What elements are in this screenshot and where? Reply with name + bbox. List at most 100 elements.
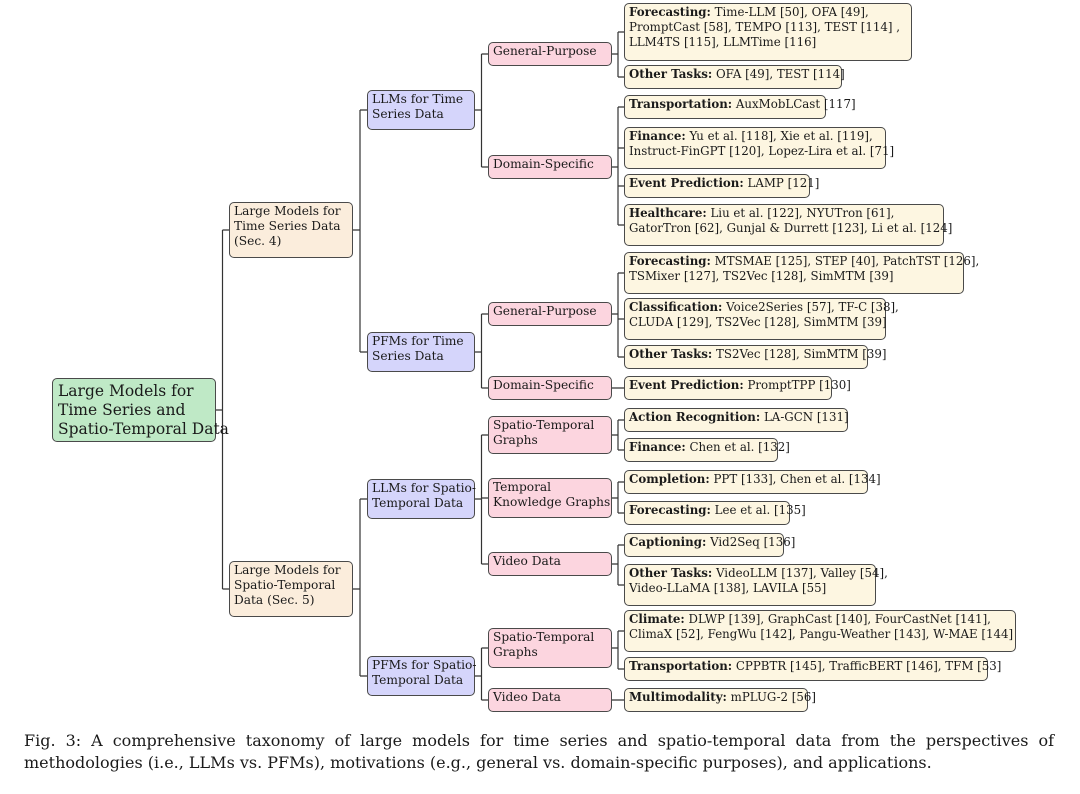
leaf-text: DLWP [139], GraphCast [140], FourCastNet… [684, 612, 991, 626]
node-label-line: Data (Sec. 5) [234, 593, 315, 607]
application-leaf: Event Prediction: LAMP [121] [624, 174, 819, 198]
node-label-line: Domain-Specific [493, 378, 594, 392]
leaf-line: Event Prediction: LAMP [121] [629, 176, 819, 191]
leaf-text: ClimaX [52], FengWu [142], Pangu-Weather… [629, 627, 1014, 641]
leaf-heading: Forecasting: [629, 5, 711, 19]
leaf-heading: Classification: [629, 300, 723, 314]
leaf-line: CLUDA [129], TS2Vec [128], SimMTM [39] [629, 315, 887, 330]
leaf-heading: Transportation: [629, 97, 733, 111]
leaf-text: Vid2Seq [136] [706, 535, 796, 549]
node-label-line: Graphs [493, 433, 538, 447]
leaf-line: Completion: PPT [133], Chen et al. [134] [629, 472, 881, 487]
leaf-line: Other Tasks: TS2Vec [128], SimMTM [39] [629, 347, 886, 362]
application-leaf: Forecasting: Lee et al. [135] [624, 501, 806, 525]
leaf-heading: Finance: [629, 440, 686, 454]
leaf-line: Climate: DLWP [139], GraphCast [140], Fo… [629, 612, 1011, 627]
leaf-text: TS2Vec [128], SimMTM [39] [712, 347, 887, 361]
purpose-node: Domain-Specific [488, 155, 612, 179]
leaf-heading: Event Prediction: [629, 176, 744, 190]
leaf-text: LAMP [121] [743, 176, 820, 190]
leaf-text: mPLUG-2 [56] [726, 690, 817, 704]
leaf-line: PromptCast [58], TEMPO [113], TEST [114]… [629, 20, 907, 35]
connector [612, 419, 624, 451]
leaf-heading: Forecasting: [629, 254, 711, 268]
leaf-line: Instruct-FinGPT [120], Lopez-Lira et al.… [629, 144, 894, 159]
leaf-line: Captioning: Vid2Seq [136] [629, 535, 795, 550]
leaf-text: PromptCast [58], TEMPO [113], TEST [114]… [629, 20, 901, 34]
node-label-line: Spatio-Temporal Data [58, 420, 229, 438]
node-label-line: Video Data [493, 690, 561, 704]
node-label-line: (Sec. 4) [234, 234, 282, 248]
leaf-text: CLUDA [129], TS2Vec [128], SimMTM [39] [629, 315, 887, 329]
leaf-line: Video-LLaMA [138], LAVILA [55] [629, 581, 871, 596]
purpose-node: Video Data [488, 552, 612, 576]
application-leaf: Finance: Yu et al. [118], Xie et al. [11… [624, 127, 894, 169]
leaf-line: Finance: Chen et al. [132] [629, 440, 790, 455]
connector [216, 229, 229, 590]
leaf-line: Event Prediction: PromptTPP [130] [629, 378, 851, 393]
leaf-heading: Healthcare: [629, 206, 707, 220]
purpose-node: Video Data [488, 688, 612, 712]
application-leaf: Other Tasks: OFA [49], TEST [114] [624, 65, 845, 89]
leaf-line: Forecasting: Lee et al. [135] [629, 503, 806, 518]
node-label-line: Series Data [372, 349, 444, 363]
leaf-text: OFA [49], TEST [114] [712, 67, 845, 81]
leaf-heading: Completion: [629, 472, 710, 486]
leaf-line: Transportation: AuxMobLCast [117] [629, 97, 856, 112]
method-node: LLMs for Spatio-Temporal Data [367, 479, 477, 519]
leaf-text: PromptTPP [130] [743, 378, 851, 392]
leaf-line: Forecasting: MTSMAE [125], STEP [40], Pa… [629, 254, 979, 269]
leaf-line: Forecasting: Time-LLM [50], OFA [49], [629, 5, 907, 20]
application-leaf: Classification: Voice2Series [57], TF-C … [624, 298, 899, 340]
node-label-line: Graphs [493, 645, 538, 659]
node-label-line: Spatio-Temporal [234, 578, 336, 592]
leaf-text: TSMixer [127], TS2Vec [128], SimMTM [39] [629, 269, 894, 283]
application-leaf: Action Recognition: LA-GCN [131] [624, 408, 849, 432]
node-label-line: Knowledge Graphs [493, 495, 611, 509]
leaf-line: Transportation: CPPBTR [145], TrafficBER… [629, 659, 1001, 674]
leaf-line: Other Tasks: VideoLLM [137], Valley [54]… [629, 566, 888, 581]
leaf-line: Action Recognition: LA-GCN [131] [629, 410, 849, 425]
connector [353, 109, 367, 353]
connector [612, 630, 624, 670]
node-label-line: Temporal [493, 480, 552, 494]
connector [475, 647, 488, 701]
figure-caption: Fig. 3: A comprehensive taxonomy of larg… [24, 731, 1054, 772]
leaf-text: CPPBTR [145], TrafficBERT [146], TFM [53… [732, 659, 1002, 673]
connector [475, 313, 488, 389]
connector [353, 498, 367, 677]
connector [612, 31, 624, 78]
leaf-line: Finance: Yu et al. [118], Xie et al. [11… [629, 129, 881, 144]
node-label-line: Temporal Data [372, 496, 464, 510]
leaf-text: LA-GCN [131] [760, 410, 849, 424]
node-label-line: Spatio-Temporal [493, 630, 595, 644]
application-leaf: Captioning: Vid2Seq [136] [624, 533, 795, 557]
node-label-line: LLMs for Time [372, 92, 464, 106]
leaf-text: LLM4TS [115], LLMTime [116] [629, 35, 817, 49]
connector [612, 106, 624, 226]
leaf-text: Chen et al. [132] [685, 440, 790, 454]
leaf-line: ClimaX [52], FengWu [142], Pangu-Weather… [629, 627, 1014, 642]
node-label-line: Video Data [493, 554, 561, 568]
connector [612, 272, 624, 358]
node-label-line: LLMs for Spatio- [372, 481, 477, 495]
leaf-heading: Multimodality: [629, 690, 727, 704]
leaf-text: Liu et al. [122], NYUTron [61], [706, 206, 895, 220]
leaf-line: Multimodality: mPLUG-2 [56] [629, 690, 816, 705]
node-label-line: PFMs for Spatio- [372, 658, 477, 672]
leaf-line: Healthcare: Liu et al. [122], NYUTron [6… [629, 206, 939, 221]
application-leaf: Other Tasks: VideoLLM [137], Valley [54]… [624, 564, 888, 606]
leaf-text: AuxMobLCast [117] [732, 97, 856, 111]
leaf-heading: Finance: [629, 129, 686, 143]
leaf-heading: Transportation: [629, 659, 733, 673]
leaf-heading: Other Tasks: [629, 347, 713, 361]
node-label-line: Time Series and [58, 401, 186, 419]
leaf-text: Lee et al. [135] [710, 503, 806, 517]
application-leaf: Completion: PPT [133], Chen et al. [134] [624, 470, 881, 494]
